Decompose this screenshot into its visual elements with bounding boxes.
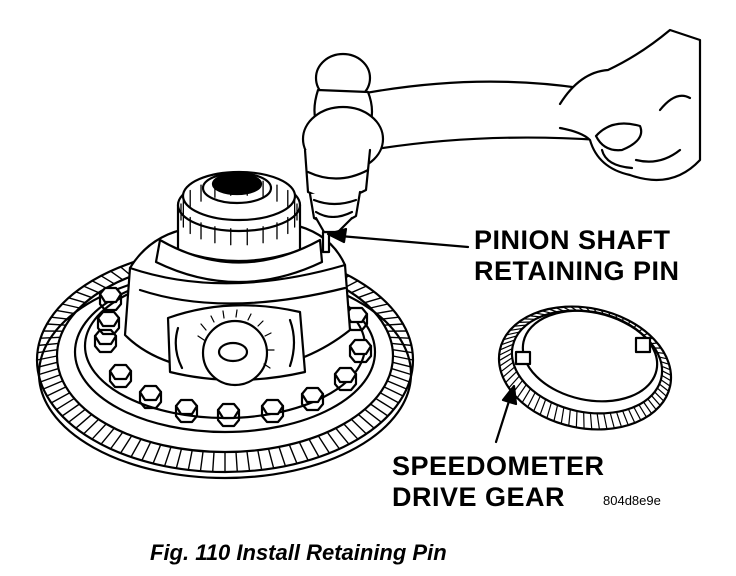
- label-line: RETAINING PIN: [474, 256, 680, 286]
- bolt: [216, 402, 241, 420]
- bolt: [98, 286, 123, 304]
- hammer: [301, 52, 602, 234]
- label-line: SPEEDOMETER: [392, 451, 605, 481]
- reference-code: 804d8e9e: [603, 493, 661, 508]
- bolt: [348, 338, 373, 356]
- bolt: [260, 398, 285, 416]
- figure-caption: Fig. 110 Install Retaining Pin: [150, 540, 447, 565]
- label-speedometer-drive-gear: SPEEDOMETER DRIVE GEAR: [392, 451, 605, 513]
- label-line: PINION SHAFT: [474, 225, 671, 255]
- gear-teeth: [498, 305, 672, 431]
- label-pinion-shaft-retaining-pin: PINION SHAFT RETAINING PIN: [474, 225, 680, 287]
- bolt: [174, 398, 199, 416]
- leader-line-pin: [326, 227, 470, 249]
- bolt: [138, 384, 163, 402]
- speedometer-gear: [497, 305, 673, 431]
- hand: [558, 28, 702, 182]
- carrier-bearing: [154, 170, 324, 284]
- leader-line-gear: [494, 384, 518, 444]
- bolt: [333, 366, 358, 384]
- bolt: [93, 328, 118, 346]
- bolt: [96, 310, 121, 328]
- side-gear: [201, 319, 269, 387]
- bolt: [108, 363, 133, 381]
- label-line: DRIVE GEAR: [392, 482, 566, 512]
- flange-bolts: [93, 286, 373, 428]
- bolt: [300, 386, 325, 404]
- bearing-rollers: [180, 178, 298, 246]
